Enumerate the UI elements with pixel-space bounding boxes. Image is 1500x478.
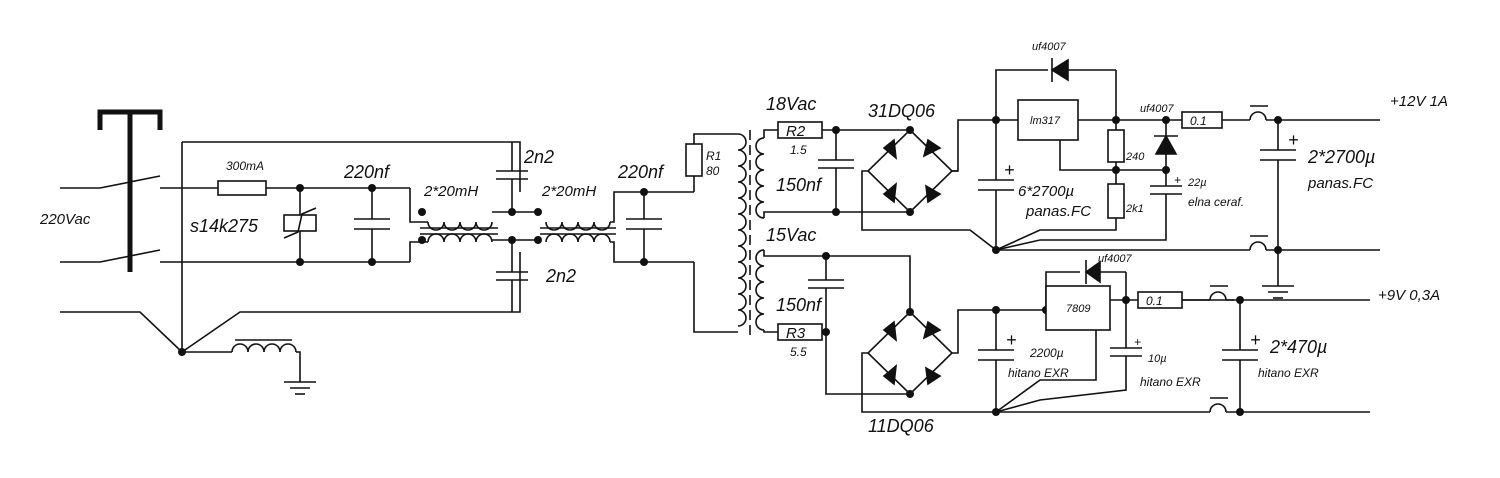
regulator-2-output-capacitor (995, 300, 1142, 413)
r1-value: 80 (706, 164, 720, 178)
r2-name: R2 (786, 123, 806, 140)
out-cap-2-plus: + (1250, 330, 1261, 350)
shunt-resistor-2 (1137, 285, 1370, 309)
y-capacitor-top (496, 142, 528, 212)
shunt-resistor-1 (1181, 105, 1380, 129)
bridge-1-label: 31DQ06 (868, 101, 936, 121)
r3-value: 5.5 (790, 345, 807, 359)
varistor (283, 188, 317, 262)
fc2-plus: + (1006, 330, 1017, 350)
filter-capacitor-2 (978, 310, 1014, 412)
diode-bypass-1 (1050, 58, 1116, 82)
y-cap-top-label: 2n2 (523, 147, 554, 167)
resistor-r1 (685, 133, 738, 192)
diode-top-1-label: uf4007 (1032, 41, 1067, 53)
regulator-7809 (995, 285, 1234, 413)
x-capacitor-2 (626, 192, 662, 262)
resistor-240 (1107, 120, 1125, 184)
fuse-label: 300mA (226, 159, 264, 173)
fc1-plus: + (1004, 160, 1015, 180)
x-cap-1-label: 220nf (343, 162, 391, 182)
ground-symbol-2 (1262, 285, 1294, 299)
output-capacitor-2 (1222, 300, 1258, 412)
adj-cap-value: 22µ (1187, 177, 1207, 189)
filter-cap-2-value: 2200µ (1029, 346, 1064, 360)
output-1-label: +12V 1A (1390, 93, 1448, 110)
reg2-cap-type: hitano EXR (1140, 375, 1201, 389)
diode-top-2-label: uf4007 (1140, 103, 1175, 115)
snubber-cap-1-label: 150nf (776, 175, 823, 195)
resistor-2k1 (995, 183, 1125, 251)
r3-name: R3 (786, 325, 806, 342)
y-capacitor-bottom (496, 240, 528, 312)
output-cap-1-value: 2*2700µ (1307, 147, 1375, 167)
output-cap-1-type: panas.FC (1307, 175, 1373, 192)
mains-switch (60, 109, 163, 272)
earth-choke (182, 339, 301, 382)
ground-symbol-1 (284, 381, 316, 395)
secondary-2-label: 15Vac (766, 225, 816, 245)
resistor-2k1-label: 2k1 (1125, 203, 1144, 215)
r2-value: 1.5 (790, 143, 807, 157)
out-cap-1-plus: + (1288, 130, 1299, 150)
bridge-2-label: 11DQ06 (868, 416, 935, 436)
adj-capacitor (995, 185, 1182, 251)
filter-cap-1-type: panas.FC (1025, 203, 1091, 220)
choke-1-label: 2*20mH (423, 183, 478, 200)
diode-reg-2-label: uf4007 (1098, 253, 1133, 265)
regulator-2-label: 7809 (1066, 303, 1090, 315)
fuse (217, 180, 267, 196)
x-cap-2-label: 220nf (617, 162, 665, 182)
varistor-label: s14k275 (190, 216, 259, 236)
transformer (737, 130, 765, 336)
y-cap-bottom-label: 2n2 (545, 266, 576, 286)
diode-bypass-2 (1084, 260, 1127, 300)
snubber-capacitor-2 (808, 256, 844, 332)
reg2-cap-plus: + (1134, 335, 1141, 349)
resistor-240-label: 240 (1125, 151, 1145, 163)
reg2-cap-value: 10µ (1148, 353, 1167, 365)
x-capacitor-1 (354, 188, 390, 262)
snubber-cap-2-label: 150nf (776, 295, 823, 315)
adj-cap-plus: + (1174, 173, 1181, 187)
bridge-rectifier-2 (866, 310, 954, 396)
snubber-capacitor-1 (818, 130, 854, 212)
regulator-lm317 (1017, 99, 1182, 171)
choke-2-label: 2*20mH (541, 183, 596, 200)
mains-input-label: 220Vac (39, 211, 91, 228)
common-mode-choke-1 (409, 188, 538, 262)
filter-capacitor-1 (978, 120, 1014, 250)
output-2-label: +9V 0,3A (1378, 287, 1440, 304)
adj-cap-type: elna ceraf. (1188, 195, 1244, 209)
output-cap-2-value: 2*470µ (1269, 337, 1327, 357)
output-capacitor-1 (1260, 120, 1296, 286)
shunt-1-label: 0.1 (1190, 114, 1207, 128)
output-cap-2-type: hitano EXR (1258, 366, 1319, 380)
filter-cap-2-type: hitano EXR (1008, 366, 1069, 380)
secondary-1-label: 18Vac (766, 94, 816, 114)
common-mode-choke-2 (534, 191, 694, 263)
shunt-2-label: 0.1 (1146, 294, 1163, 308)
regulator-1-label: lm317 (1030, 115, 1061, 127)
r1-name: R1 (706, 149, 721, 163)
bridge-rectifier-1 (866, 128, 958, 214)
filter-cap-1-value: 6*2700µ (1018, 183, 1074, 200)
